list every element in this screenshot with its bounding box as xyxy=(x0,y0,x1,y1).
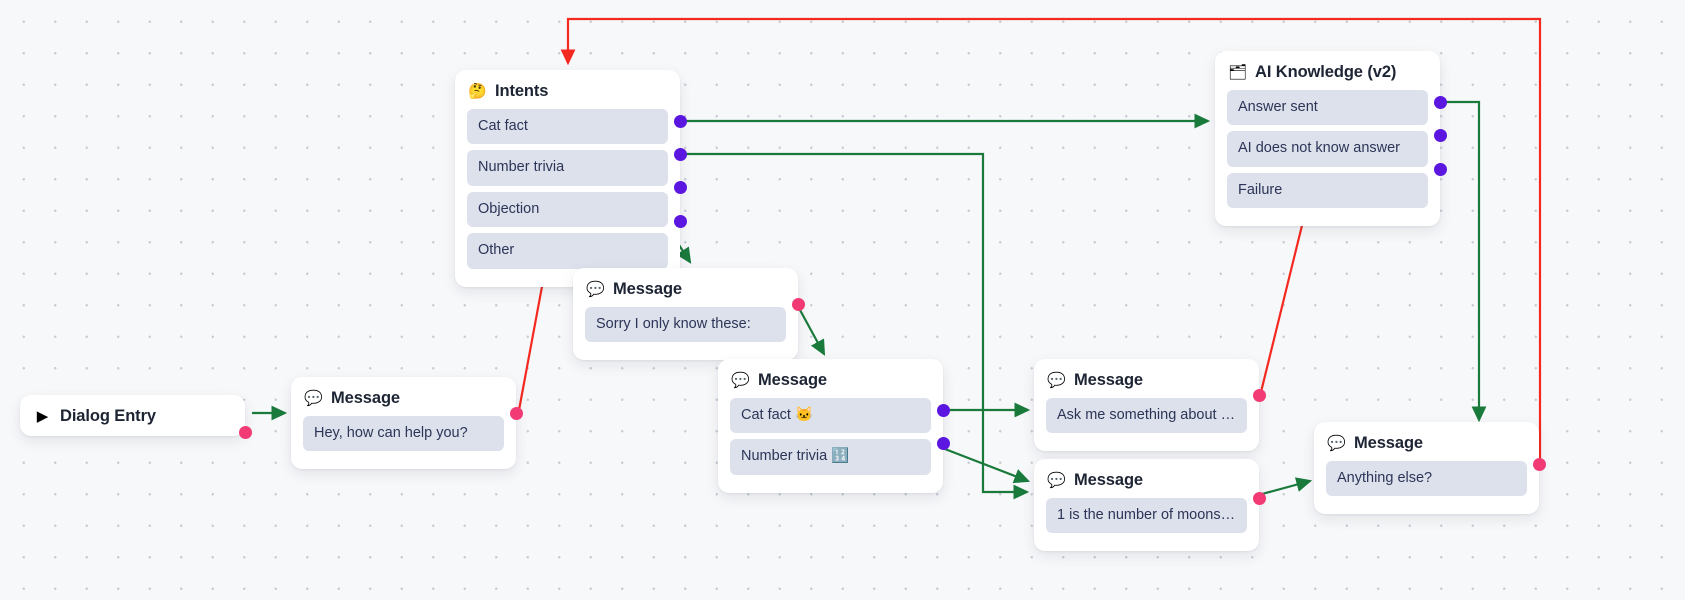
node-header: 💬 Message xyxy=(1046,369,1247,398)
port-out-dialog-entry[interactable] xyxy=(238,426,252,439)
port-out-message-moons[interactable] xyxy=(1252,492,1266,505)
port-out-does-not-know[interactable] xyxy=(1433,129,1447,142)
speech-bubble-icon: 💬 xyxy=(1327,435,1346,452)
edge-option-numbertrivia-to-msg-moons xyxy=(931,442,1031,484)
node-header: 💬 Message xyxy=(1046,469,1247,498)
port-out-message-cats[interactable] xyxy=(1252,389,1266,402)
port-out-answer-sent[interactable] xyxy=(1433,96,1447,109)
edge-msg-cats-to-ai-knowledge xyxy=(1259,194,1314,393)
node-header: ▶ Dialog Entry xyxy=(32,405,233,426)
intent-row-number-trivia[interactable]: Number trivia xyxy=(467,150,668,186)
port-out-objection[interactable] xyxy=(673,181,687,194)
node-message-greeting[interactable]: 💬 Message Hey, how can help you? xyxy=(291,377,523,470)
node-title: Intents xyxy=(495,82,549,100)
node-ai-knowledge[interactable]: 🗂 AI Knowledge (v2) Answer sent AI does … xyxy=(1215,51,1447,227)
node-header: 🗂 AI Knowledge (v2) xyxy=(1227,61,1428,90)
node-header: 💬 Message xyxy=(585,278,786,307)
message-text[interactable]: 1 is the number of moons orbit... xyxy=(1046,498,1247,534)
message-text[interactable]: Ask me something about cats. xyxy=(1046,398,1247,434)
node-title: Message xyxy=(1074,471,1144,489)
node-intents[interactable]: 🤔 Intents Cat fact Number trivia Objecti… xyxy=(455,70,687,287)
node-title: Message xyxy=(1074,371,1144,389)
node-title: Message xyxy=(331,389,401,407)
port-out-other[interactable] xyxy=(673,215,687,228)
message-text[interactable]: Hey, how can help you? xyxy=(303,416,504,452)
node-message-cats[interactable]: 💬 Message Ask me something about cats. xyxy=(1034,359,1266,452)
intent-row-other[interactable]: Other xyxy=(467,233,668,269)
node-title: AI Knowledge (v2) xyxy=(1255,63,1397,81)
knowledge-cards-icon: 🗂 xyxy=(1227,64,1248,81)
message-text[interactable]: Anything else? xyxy=(1326,461,1527,497)
node-title: Dialog Entry xyxy=(60,407,156,425)
node-dialog-entry[interactable]: ▶ Dialog Entry xyxy=(20,395,252,439)
node-header: 🤔 Intents xyxy=(467,80,668,109)
intent-row-objection[interactable]: Objection xyxy=(467,191,668,228)
speech-bubble-icon: 💬 xyxy=(731,372,750,389)
port-out-option-number-trivia[interactable] xyxy=(936,437,950,450)
play-button-icon: ▶ xyxy=(36,408,49,425)
port-out-failure[interactable] xyxy=(1433,163,1447,176)
port-out-option-cat-fact[interactable] xyxy=(936,404,950,417)
ai-row-answer-sent[interactable]: Answer sent xyxy=(1227,90,1428,126)
node-title: Message xyxy=(613,280,683,298)
intent-row-cat-fact[interactable]: Cat fact xyxy=(467,109,668,145)
node-header: 💬 Message xyxy=(303,387,504,416)
port-out-number-trivia[interactable] xyxy=(673,148,687,161)
node-header: 💬 Message xyxy=(1326,432,1527,461)
ai-row-failure[interactable]: Failure xyxy=(1227,172,1428,209)
node-message-options[interactable]: 💬 Message Cat fact 🐱 Number trivia 🔢 xyxy=(718,359,950,493)
node-message-sorry[interactable]: 💬 Message Sorry I only know these: xyxy=(573,268,805,361)
speech-bubble-icon: 💬 xyxy=(586,281,605,298)
speech-bubble-icon: 💬 xyxy=(1047,472,1066,489)
port-out-cat-fact[interactable] xyxy=(673,115,687,128)
port-out-message-sorry[interactable] xyxy=(791,298,805,311)
port-out-message-greeting[interactable] xyxy=(509,407,523,420)
option-row-cat-fact[interactable]: Cat fact 🐱 xyxy=(730,398,931,434)
edge-msg-moons-to-msg-anything xyxy=(1261,477,1313,496)
port-out-message-anything-else[interactable] xyxy=(1532,458,1546,471)
message-text[interactable]: Sorry I only know these: xyxy=(585,307,786,343)
node-header: 💬 Message xyxy=(730,369,931,398)
node-title: Message xyxy=(758,371,828,389)
thinking-face-icon: 🤔 xyxy=(468,83,487,100)
node-title: Message xyxy=(1354,434,1424,452)
node-message-moons[interactable]: 💬 Message 1 is the number of moons orbit… xyxy=(1034,459,1266,552)
node-message-anything-else[interactable]: 💬 Message Anything else? xyxy=(1314,422,1546,515)
option-row-number-trivia[interactable]: Number trivia 🔢 xyxy=(730,439,931,475)
speech-bubble-icon: 💬 xyxy=(304,390,323,407)
edge-msg-sorry-to-msg-options xyxy=(799,309,826,356)
speech-bubble-icon: 💬 xyxy=(1047,372,1066,389)
ai-row-does-not-know[interactable]: AI does not know answer xyxy=(1227,131,1428,167)
